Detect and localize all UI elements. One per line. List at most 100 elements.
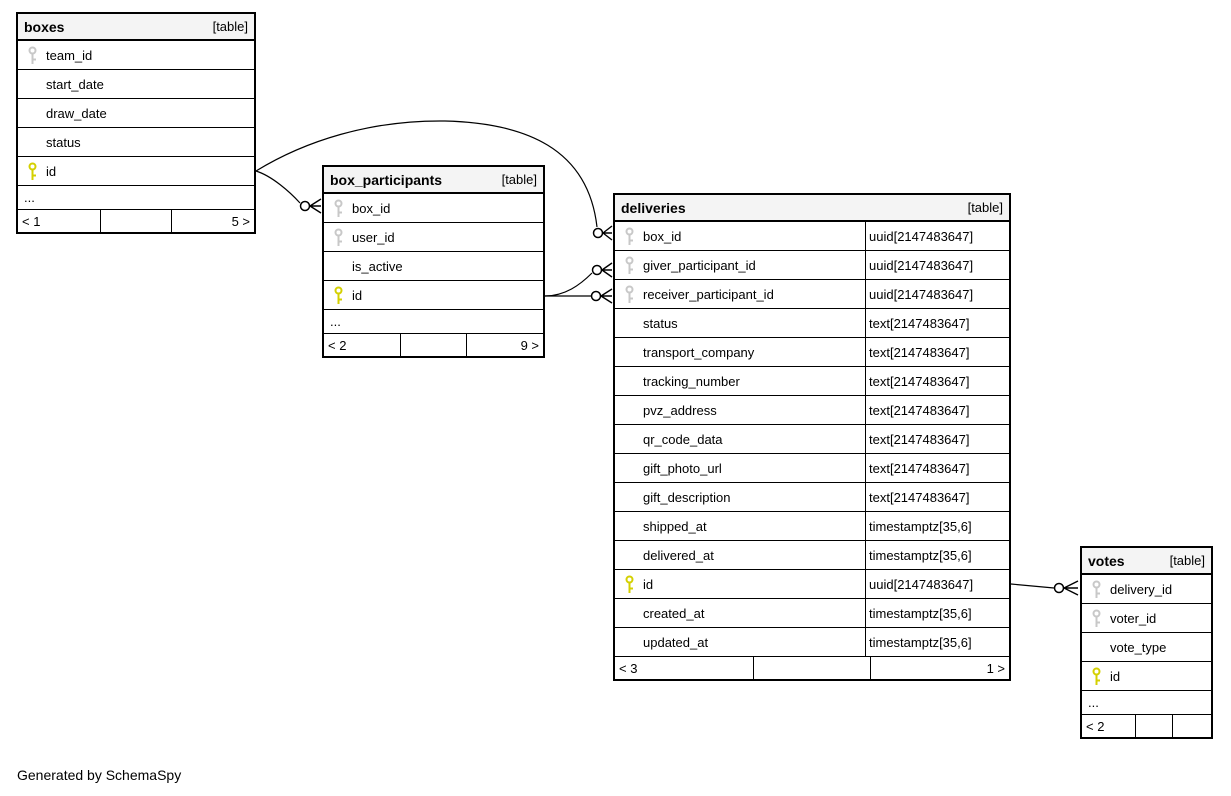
key-placeholder [18,70,46,98]
hidden-columns-ellipsis: ... [1082,691,1211,715]
column-row: team_id [18,41,254,70]
foreign-key-icon [1082,604,1110,632]
zero-or-one-marker [1053,582,1065,594]
column-name: start_date [46,76,104,92]
zero-or-one-marker [591,264,603,276]
column-name: status [643,315,678,331]
key-placeholder [324,252,352,280]
column-name: id [352,287,363,303]
column-name: vote_type [1110,639,1167,655]
key-placeholder [615,454,643,482]
key-placeholder [615,483,643,511]
key-placeholder [1082,633,1110,661]
column-type: uuid[2147483647] [865,280,1009,308]
primary-key-icon [324,281,352,309]
column-type: text[2147483647] [865,309,1009,337]
column-row: delivery_id [1082,575,1211,604]
column-name: box_id [643,228,682,244]
footer-spacer [1134,715,1172,737]
column-row: giver_participant_id uuid[2147483647] [615,251,1009,280]
crow-foot-marker [1063,580,1079,596]
column-name: is_active [352,258,403,274]
table-name[interactable]: boxes [24,18,65,35]
column-type: timestamptz[35,6] [865,599,1009,627]
column-type: text[2147483647] [865,454,1009,482]
column-type: uuid[2147483647] [865,251,1009,279]
column-name: draw_date [46,105,107,121]
table-name[interactable]: deliveries [621,199,686,216]
table-tag: [table] [967,200,1003,215]
key-placeholder [615,396,643,424]
child-count: 1 > [869,657,1009,679]
column-name: id [1110,668,1121,684]
column-name: shipped_at [643,518,707,534]
column-type: uuid[2147483647] [865,222,1009,250]
column-row: status text[2147483647] [615,309,1009,338]
column-name: user_id [352,229,395,245]
child-count: 9 > [465,334,543,356]
column-row: user_id [324,223,543,252]
column-name: updated_at [643,634,709,650]
table-box-participants: box_participants [table] box_id user_id … [322,165,545,358]
parent-count: < 2 [328,337,347,353]
ellipsis-text: ... [24,190,35,205]
column-name: gift_photo_url [643,460,722,476]
foreign-key-icon [324,223,352,251]
relationship-box-participants-deliveries-receiver [545,288,613,304]
column-type: text[2147483647] [865,425,1009,453]
column-row: pvz_address text[2147483647] [615,396,1009,425]
column-name: delivery_id [1110,581,1173,597]
key-placeholder [615,541,643,569]
crow-foot-marker [600,288,613,304]
foreign-key-icon [324,194,352,222]
table-boxes: boxes [table] team_id start_date draw_da… [16,12,256,234]
ellipsis-text: ... [330,314,341,329]
hidden-columns-ellipsis: ... [18,186,254,210]
relationship-box-participants-deliveries-giver [544,262,613,297]
table-name[interactable]: votes [1088,552,1125,569]
zero-or-one-marker [592,227,604,239]
foreign-key-icon [1082,575,1110,603]
zero-or-one-marker [299,200,311,212]
column-row: id [1082,662,1211,691]
footer-spacer [100,210,170,232]
key-placeholder [615,599,643,627]
child-count: 5 > [170,210,254,232]
column-name: delivered_at [643,547,714,563]
column-type: text[2147483647] [865,396,1009,424]
table-footer: < 3 1 > [615,657,1009,679]
column-name: pvz_address [643,402,717,418]
primary-key-icon [615,570,643,598]
key-placeholder [615,628,643,656]
column-type: text[2147483647] [865,367,1009,395]
column-name: box_id [352,200,391,216]
column-row: start_date [18,70,254,99]
footer-spacer [400,334,465,356]
column-row: created_at timestamptz[35,6] [615,599,1009,628]
table-header: boxes [table] [18,14,254,41]
primary-key-icon [1082,662,1110,690]
column-row: status [18,128,254,157]
parent-count: < 3 [619,660,638,676]
footer-spacer [753,657,870,679]
foreign-key-icon [615,280,643,308]
crow-foot-marker [602,225,613,241]
column-row: delivered_at timestamptz[35,6] [615,541,1009,570]
foreign-key-icon [18,41,46,69]
column-row: shipped_at timestamptz[35,6] [615,512,1009,541]
column-row: gift_description text[2147483647] [615,483,1009,512]
column-name: id [643,576,654,592]
column-row: qr_code_data text[2147483647] [615,425,1009,454]
column-type: timestamptz[35,6] [865,512,1009,540]
parent-count: < 2 [1086,718,1105,734]
generator-note: Generated by SchemaSpy [17,767,182,783]
table-header: deliveries [table] [615,195,1009,222]
column-row: id [18,157,254,186]
key-placeholder [615,512,643,540]
column-name: gift_description [643,489,731,505]
column-name: id [46,163,57,179]
column-row: is_active [324,252,543,281]
zero-or-one-marker [590,290,602,302]
table-name[interactable]: box_participants [330,171,443,188]
